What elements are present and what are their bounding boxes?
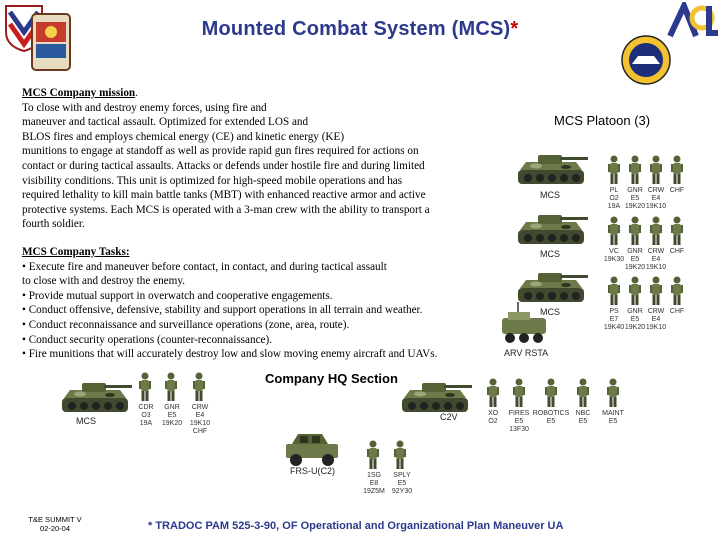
- tank-automotive-seal-logo: [621, 35, 671, 85]
- mission-line: fourth soldier.: [22, 218, 85, 231]
- platoon-mcs-vehicle-1: [518, 155, 588, 184]
- mission-line: contact or during tactical assaults. Att…: [22, 159, 425, 172]
- soldier-figure: [671, 216, 683, 245]
- arl-logo: [667, 2, 718, 38]
- footer-event-name: T&E SUMMIT V: [28, 515, 82, 524]
- platoon-vehicle-label-1: MCS: [540, 190, 560, 200]
- hq-c2v-label: C2V: [440, 412, 458, 422]
- soldier-figure: [671, 276, 683, 305]
- rdecom-emblem-logo: [31, 13, 71, 71]
- crew-label: CHF: [669, 308, 685, 315]
- soldier-figure: [513, 378, 525, 407]
- task-line: • Conduct reconnaissance and surveillanc…: [22, 318, 350, 331]
- soldier-figure: [607, 378, 619, 407]
- task-line: • Conduct security operations (counter-r…: [22, 333, 273, 346]
- soldier-figure: [545, 378, 557, 407]
- soldier-figure: [608, 155, 620, 184]
- soldier-figure: [577, 378, 589, 407]
- mission-line: required lethality to kill main battle t…: [22, 189, 426, 202]
- soldier-figure: [165, 372, 177, 401]
- task-line: • Fire munitions that will accurately de…: [22, 348, 438, 361]
- platoon-vehicle-label-2: MCS: [540, 249, 560, 259]
- soldier-figure: [629, 216, 641, 245]
- mission-text-block: MCS Company mission. To close with and d…: [22, 86, 462, 232]
- soldier-figure: [608, 216, 620, 245]
- mission-line: To close with and destroy enemy forces, …: [22, 101, 267, 114]
- page-title: Mounted Combat System (MCS)*: [201, 18, 519, 40]
- mission-line: visibility conditions. This unit is opti…: [22, 174, 403, 187]
- soldier-figure: [671, 155, 683, 184]
- soldier-figure: [608, 276, 620, 305]
- crew-label: CHF: [669, 248, 685, 255]
- platoon-title: MCS Platoon (3): [554, 113, 651, 128]
- platoon-count: (3): [634, 113, 651, 128]
- arv-rsta-vehicle: [502, 302, 546, 343]
- crew-label: CHF: [669, 187, 685, 194]
- soldier-figure: [629, 276, 641, 305]
- hq-mcs-vehicle: [62, 383, 132, 412]
- crew-label: CHF: [192, 428, 208, 435]
- hq-frs-label: FRS-U(C2): [290, 466, 335, 476]
- soldier-figure: [394, 440, 406, 469]
- task-line: • Execute fire and maneuver before conta…: [22, 260, 387, 273]
- soldier-figure: [650, 276, 662, 305]
- hq-section-title: Company HQ Section: [265, 371, 398, 386]
- soldier-figure: [367, 440, 379, 469]
- arv-rsta-label: ARV RSTA: [504, 348, 549, 358]
- soldier-figure: [650, 155, 662, 184]
- soldier-figure: [629, 155, 641, 184]
- tasks-text-block: MCS Company Tasks: • Execute fire and ma…: [22, 245, 492, 362]
- mission-line: protective systems. Each MCS is operated…: [22, 203, 430, 216]
- task-line: • Conduct offensive, defensive, stabilit…: [22, 304, 423, 317]
- tasks-heading: MCS Company Tasks:: [22, 246, 130, 258]
- soldier-figure: [139, 372, 151, 401]
- footer-source-note: * TRADOC PAM 525-3-90, OF Operational an…: [148, 520, 564, 532]
- mission-line: maneuver and tactical assault. Optimized…: [22, 116, 309, 129]
- soldier-figure: [650, 216, 662, 245]
- platoon-vehicle-label-3: MCS: [540, 307, 560, 317]
- soldier-figure: [193, 372, 205, 401]
- platoon-mcs-vehicle-2: [518, 215, 588, 244]
- hq-mcs-label: MCS: [76, 416, 96, 426]
- task-line: to close with and destroy the enemy.: [22, 275, 186, 288]
- soldier-figure: [487, 378, 499, 407]
- hq-frs-utility-vehicle: [286, 434, 338, 466]
- mission-line: BLOS fires and employs chemical energy (…: [22, 130, 345, 143]
- footer-event-label: T&E SUMMIT V 02-20-04: [20, 515, 90, 533]
- mission-line: munitions to engage at standoff as well …: [22, 145, 419, 158]
- task-line: • Provide mutual support in overwatch an…: [22, 289, 333, 302]
- footer-date: 02-20-04: [39, 524, 71, 533]
- mission-heading: MCS Company mission: [22, 87, 136, 99]
- title-asterisk: *: [510, 18, 519, 40]
